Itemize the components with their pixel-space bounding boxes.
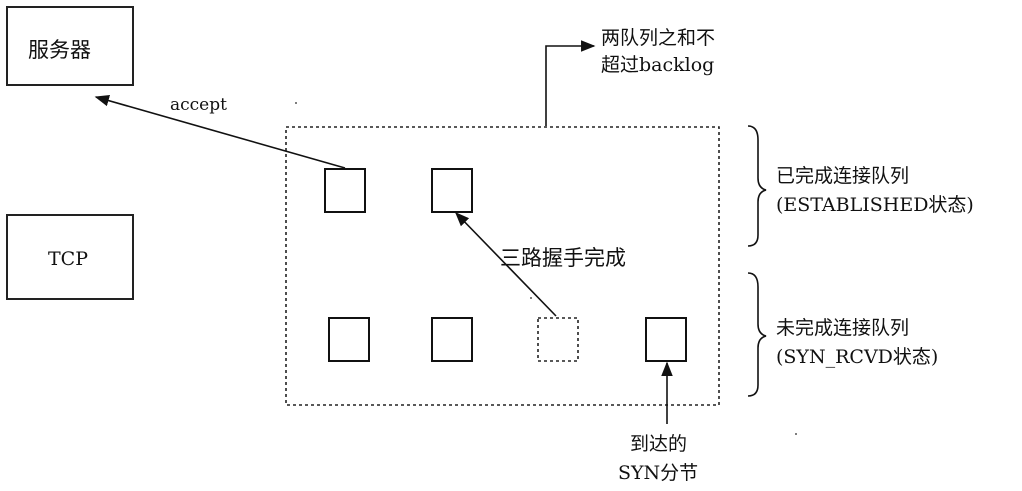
arriving-syn-line2: SYN分节 bbox=[618, 462, 699, 484]
incomplete-entry-1 bbox=[328, 317, 370, 362]
incomplete-entry-4 bbox=[645, 317, 687, 362]
accept-arrow bbox=[94, 95, 346, 169]
tcp-label: TCP bbox=[48, 248, 88, 270]
accept-label: accept bbox=[170, 95, 227, 115]
queues-region bbox=[285, 126, 720, 406]
arriving-syn-line1: 到达的 bbox=[630, 433, 688, 455]
completed-brace bbox=[747, 125, 767, 247]
backlog-note-line2: 超过backlog bbox=[601, 54, 715, 76]
completed-queue-line2: (ESTABLISHED状态) bbox=[776, 194, 974, 216]
completed-queue-line1: 已完成连接队列 bbox=[776, 165, 910, 187]
tcp-box bbox=[6, 214, 134, 300]
incomplete-brace bbox=[747, 272, 767, 397]
handshake-label: 三路握手完成 bbox=[500, 246, 626, 270]
incomplete-queue-line2: (SYN_RCVD状态) bbox=[776, 346, 939, 368]
incomplete-entry-2 bbox=[431, 317, 473, 362]
completed-entry-2 bbox=[431, 168, 473, 213]
backlog-note-line1: 两队列之和不 bbox=[601, 27, 716, 49]
handshake-arrow bbox=[454, 211, 557, 317]
incomplete-entry-dashed bbox=[537, 317, 579, 362]
completed-entry-1 bbox=[324, 168, 366, 213]
server-label: 服务器 bbox=[28, 38, 91, 62]
incomplete-queue-line1: 未完成连接队列 bbox=[776, 317, 910, 339]
backlog-arrow bbox=[545, 40, 596, 126]
server-box bbox=[6, 6, 134, 86]
